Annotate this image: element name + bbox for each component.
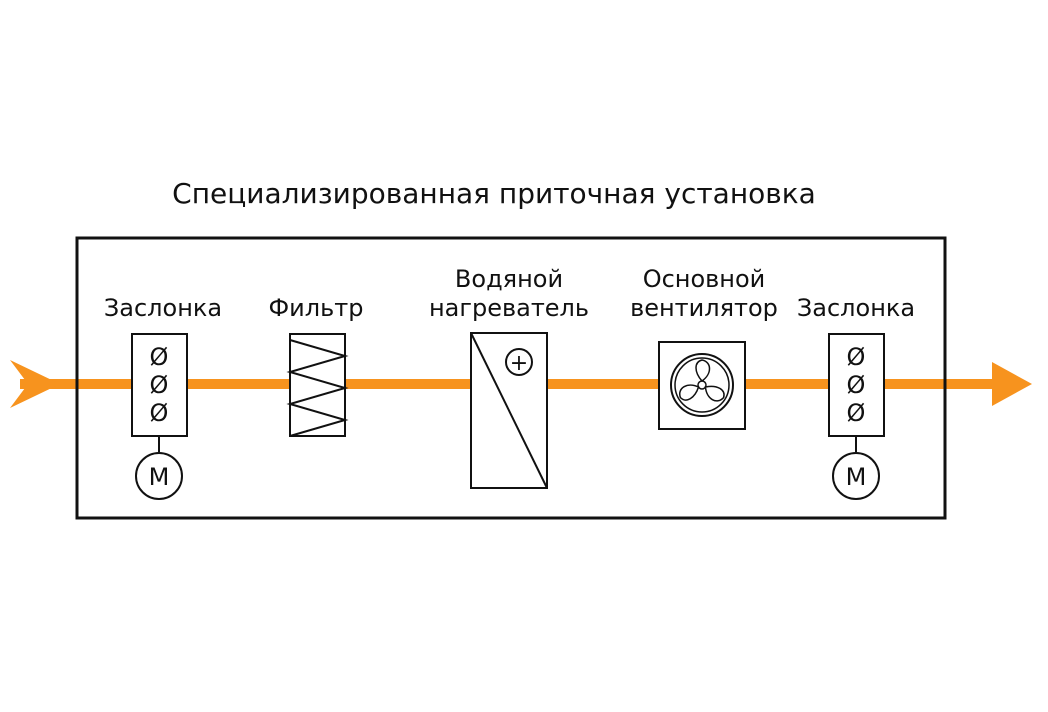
damper-blade-icon: Ø bbox=[847, 399, 866, 427]
airflow-in-arrow-icon bbox=[10, 360, 60, 408]
heater-plus-icon bbox=[505, 348, 533, 376]
damper-outlet-body bbox=[828, 333, 885, 437]
motor-label: M bbox=[846, 463, 867, 491]
unit-casing bbox=[75, 236, 947, 520]
water-heater: Водяной нагреватель + bbox=[429, 265, 589, 489]
heater-label-line1: Водяной bbox=[455, 265, 563, 293]
damper-blade-icon: Ø bbox=[150, 343, 169, 371]
damper-inlet-body bbox=[131, 333, 188, 437]
main-fan: Основной вентилятор bbox=[630, 265, 778, 430]
damper-blade-icon: Ø bbox=[150, 399, 169, 427]
damper-outlet: Заслонка Ø Ø Ø M bbox=[797, 294, 915, 500]
damper-inlet: Заслонка Ø Ø Ø M bbox=[104, 294, 222, 500]
damper-inlet-label: Заслонка bbox=[104, 294, 222, 322]
damper-blade-icon: Ø bbox=[150, 371, 169, 399]
heater-plus-sign: + bbox=[510, 351, 528, 376]
filter: Фильтр bbox=[269, 294, 364, 437]
filter-zigzag-icon bbox=[286, 339, 349, 437]
airflow-out-arrow-icon bbox=[992, 362, 1032, 406]
fan-icon bbox=[670, 353, 734, 417]
fan-body bbox=[658, 341, 746, 430]
damper-blade-icon: Ø bbox=[847, 371, 866, 399]
heater-diagonal bbox=[470, 332, 548, 489]
motor-label: M bbox=[149, 463, 170, 491]
motor-icon bbox=[135, 452, 183, 500]
fan-label-line1: Основной bbox=[643, 265, 766, 293]
heater-label-line2: нагреватель bbox=[429, 294, 589, 322]
damper-outlet-label: Заслонка bbox=[797, 294, 915, 322]
damper-blade-icon: Ø bbox=[847, 343, 866, 371]
fan-label-line2: вентилятор bbox=[630, 294, 778, 322]
filter-label: Фильтр bbox=[269, 294, 364, 322]
motor-icon bbox=[832, 452, 880, 500]
diagram-title: Специализированная приточная установка bbox=[172, 177, 816, 210]
